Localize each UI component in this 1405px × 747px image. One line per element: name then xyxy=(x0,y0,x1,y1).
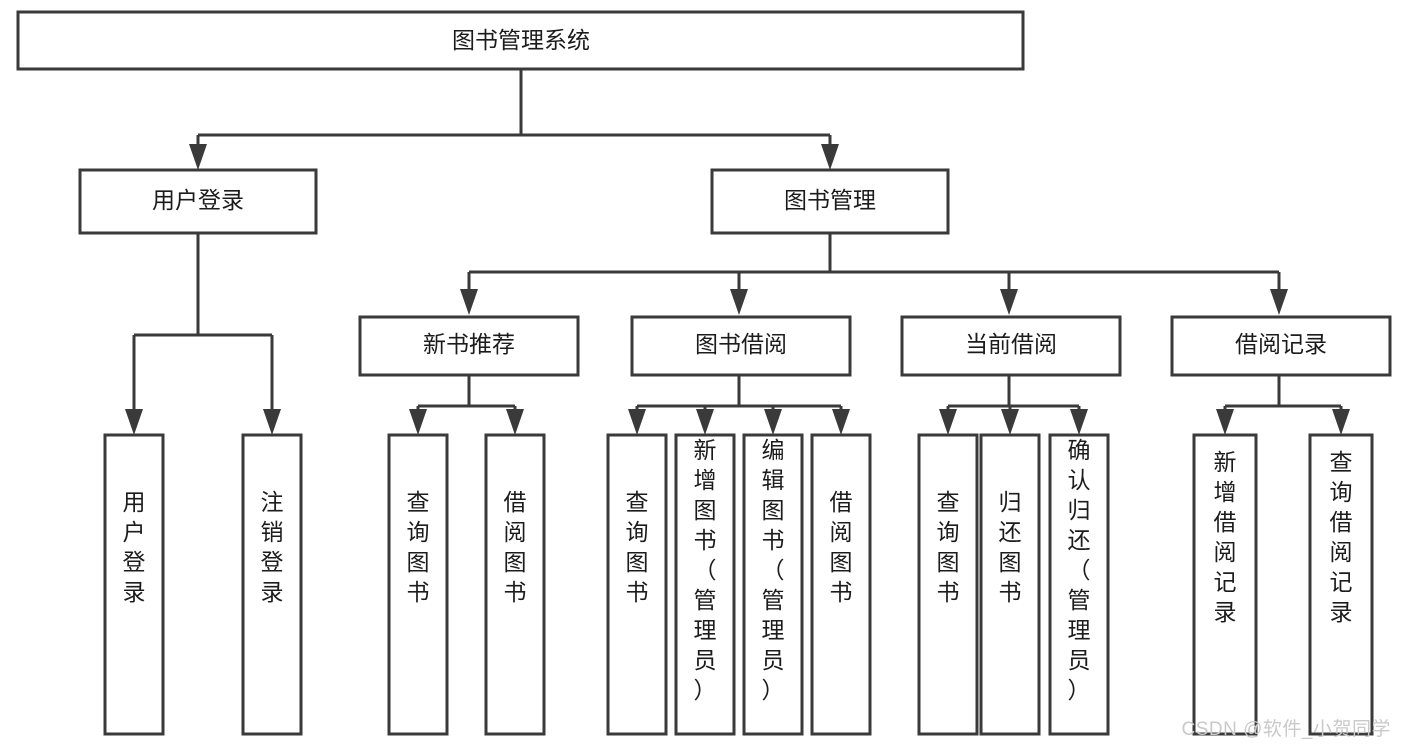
node-current-borrow-label: 当前借阅 xyxy=(965,331,1057,357)
arrow-head-leaf-add-record xyxy=(1216,409,1234,435)
node-leaf-return-book[interactable]: 归还图书 xyxy=(979,433,1041,736)
node-current-borrow-box[interactable] xyxy=(900,315,1122,377)
arrow-head-borrow-record xyxy=(1270,289,1288,315)
arrow-head-leaf-add-book xyxy=(696,409,714,435)
arrow-head-leaf-query-record xyxy=(1332,409,1350,435)
node-leaf-query-book-2-label: 查询图书 xyxy=(626,489,649,605)
node-leaf-confirm-return-box[interactable] xyxy=(1048,433,1110,736)
connector-layer xyxy=(125,69,1350,435)
node-new-book-recommend-box[interactable] xyxy=(358,315,580,377)
node-new-book-recommend-label: 新书推荐 xyxy=(423,331,515,357)
node-leaf-user-login-box[interactable] xyxy=(103,433,165,736)
arrow-head-current-borrow xyxy=(1000,289,1018,315)
node-book-management[interactable]: 图书管理 xyxy=(710,168,950,235)
node-leaf-logout-login[interactable]: 注销登录 xyxy=(241,433,303,736)
node-leaf-query-record-label: 查询借阅记录 xyxy=(1330,449,1353,625)
node-root-label: 图书管理系统 xyxy=(452,27,590,53)
node-borrow-record-label: 借阅记录 xyxy=(1235,331,1327,357)
node-leaf-add-book[interactable]: 新增图书（管理员） xyxy=(674,433,736,736)
node-leaf-user-login[interactable]: 用户登录 xyxy=(103,433,165,736)
node-book-management-box[interactable] xyxy=(710,168,950,235)
node-leaf-edit-book-box[interactable] xyxy=(742,433,804,736)
node-borrow-record-box[interactable] xyxy=(1170,315,1392,377)
node-leaf-return-book-label: 归还图书 xyxy=(999,489,1022,605)
node-leaf-add-book-label: 新增图书（管理员） xyxy=(694,437,717,703)
arrow-head-leaf-borrow-book-2 xyxy=(832,409,850,435)
arrow-head-leaf-query-book-3 xyxy=(939,409,957,435)
node-leaf-query-book-1-label: 查询图书 xyxy=(407,489,430,605)
node-book-management-label: 图书管理 xyxy=(784,187,876,213)
node-new-book-recommend[interactable]: 新书推荐 xyxy=(358,315,580,377)
node-leaf-borrow-book-2-box[interactable] xyxy=(810,433,872,736)
node-user-login-label: 用户登录 xyxy=(152,187,244,213)
arrow-head-leaf-return-book xyxy=(1001,409,1019,435)
node-leaf-user-login-label: 用户登录 xyxy=(123,489,146,605)
node-leaf-query-book-3[interactable]: 查询图书 xyxy=(917,433,979,736)
node-leaf-confirm-return[interactable]: 确认归还（管理员） xyxy=(1048,433,1110,736)
node-leaf-add-record[interactable]: 新增借阅记录 xyxy=(1192,433,1258,736)
arrow-head-book-borrow xyxy=(730,289,748,315)
node-leaf-return-book-box[interactable] xyxy=(979,433,1041,736)
node-leaf-query-book-3-box[interactable] xyxy=(917,433,979,736)
node-leaf-confirm-return-label: 确认归还（管理员） xyxy=(1068,437,1091,703)
node-leaf-query-book-2-box[interactable] xyxy=(606,433,668,736)
arrow-head-user-login xyxy=(189,144,207,170)
arrow-head-leaf-user-login xyxy=(125,409,143,435)
arrow-head-leaf-confirm-return xyxy=(1070,409,1088,435)
node-leaf-query-book-2[interactable]: 查询图书 xyxy=(606,433,668,736)
node-leaf-query-book-1[interactable]: 查询图书 xyxy=(387,433,449,736)
node-leaf-borrow-book-1-box[interactable] xyxy=(484,433,546,736)
arrow-head-book-management xyxy=(821,144,839,170)
node-borrow-record[interactable]: 借阅记录 xyxy=(1170,315,1392,377)
node-leaf-query-record-box[interactable] xyxy=(1308,433,1374,736)
arrow-head-leaf-borrow-book-1 xyxy=(506,409,524,435)
node-user-login[interactable]: 用户登录 xyxy=(78,168,318,235)
node-leaf-query-book-3-label: 查询图书 xyxy=(937,489,960,605)
arrow-head-leaf-query-book-2 xyxy=(628,409,646,435)
node-book-borrow-label: 图书借阅 xyxy=(695,331,787,357)
node-leaf-edit-book-label: 编辑图书（管理员） xyxy=(762,437,785,703)
node-root[interactable]: 图书管理系统 xyxy=(16,10,1025,71)
node-leaf-add-record-label: 新增借阅记录 xyxy=(1214,449,1237,625)
node-book-borrow-box[interactable] xyxy=(630,315,852,377)
node-leaf-borrow-book-2[interactable]: 借阅图书 xyxy=(810,433,872,736)
node-leaf-add-record-box[interactable] xyxy=(1192,433,1258,736)
node-leaf-query-book-1-box[interactable] xyxy=(387,433,449,736)
node-root-box[interactable] xyxy=(16,10,1025,71)
node-leaf-logout-login-label: 注销登录 xyxy=(261,489,284,605)
node-leaf-add-book-box[interactable] xyxy=(674,433,736,736)
node-book-borrow[interactable]: 图书借阅 xyxy=(630,315,852,377)
node-leaf-logout-login-box[interactable] xyxy=(241,433,303,736)
node-leaf-query-record[interactable]: 查询借阅记录 xyxy=(1308,433,1374,736)
node-current-borrow[interactable]: 当前借阅 xyxy=(900,315,1122,377)
node-leaf-borrow-book-1-label: 借阅图书 xyxy=(504,489,527,605)
node-leaf-borrow-book-2-label: 借阅图书 xyxy=(830,489,853,605)
csdn-watermark: CSDN @软件_小贺同学 xyxy=(1181,719,1391,740)
node-leaf-edit-book[interactable]: 编辑图书（管理员） xyxy=(742,433,804,736)
arrow-head-leaf-edit-book xyxy=(764,409,782,435)
node-leaf-borrow-book-1[interactable]: 借阅图书 xyxy=(484,433,546,736)
arrow-head-leaf-query-book-1 xyxy=(409,409,427,435)
arrow-head-leaf-logout-login xyxy=(263,409,281,435)
arrow-head-new-book-recommend xyxy=(460,289,478,315)
node-user-login-box[interactable] xyxy=(78,168,318,235)
